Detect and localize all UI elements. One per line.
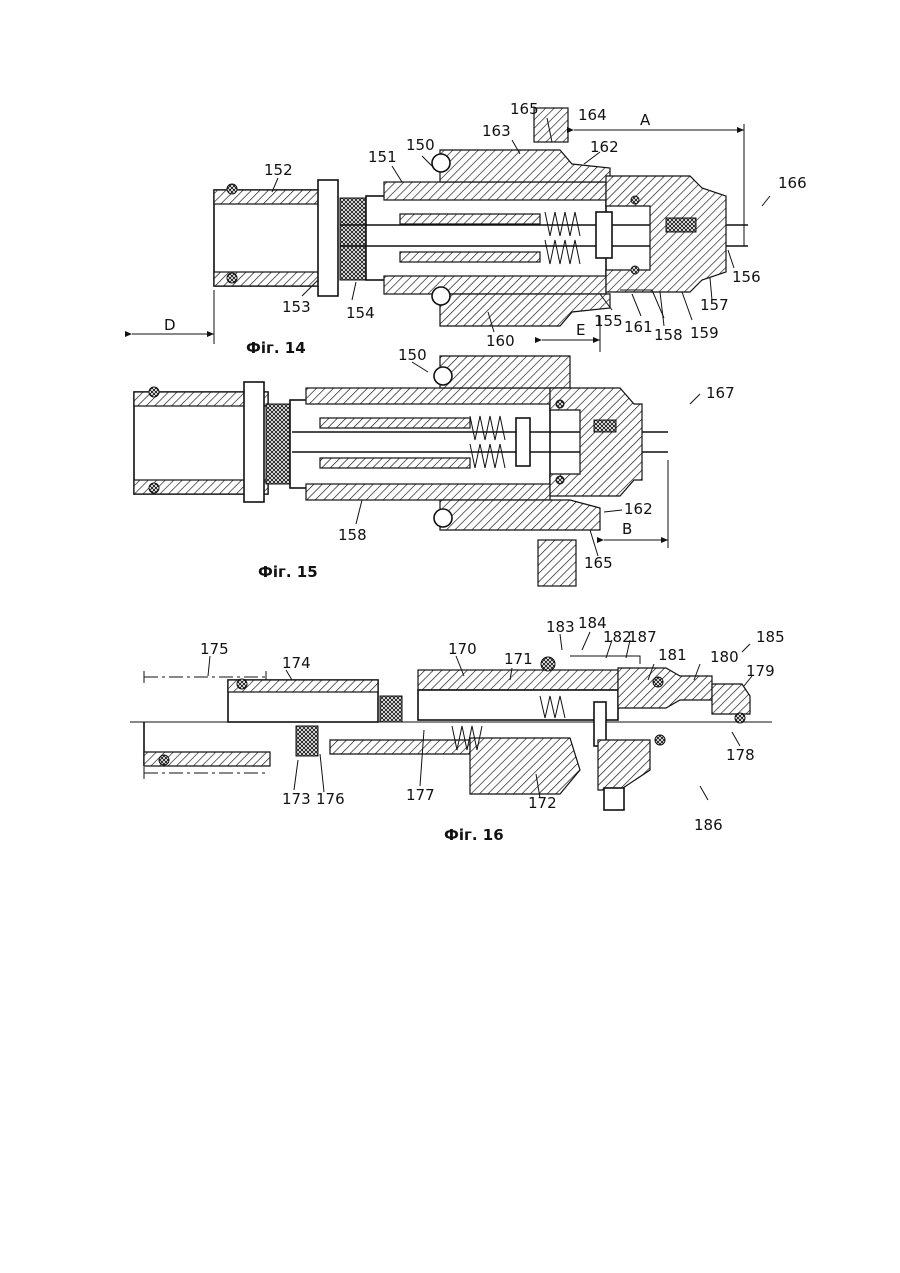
sliding-collar	[440, 356, 570, 388]
o-ring-icon	[227, 273, 237, 283]
callout-label: 181	[658, 646, 687, 664]
callout-label: 162	[624, 500, 653, 518]
figure-16: 175 174 170 171 183 184 182 187 181 180 …	[130, 614, 785, 844]
connector-180	[618, 668, 712, 708]
sliding-collar-163	[440, 150, 610, 182]
ball-150-icon	[434, 509, 452, 527]
callout-label: 150	[398, 346, 427, 364]
ball-150-icon	[432, 154, 450, 172]
callout-label: 150	[406, 136, 435, 154]
callout-label: 178	[726, 746, 755, 764]
callout-label: 172	[528, 794, 557, 812]
callout-label: 165	[510, 100, 539, 118]
dimension-label: A	[640, 111, 651, 129]
callout-label: 171	[504, 650, 533, 668]
o-ring-icon	[149, 387, 159, 397]
seal-ring-173	[296, 726, 318, 756]
callout-label: 159	[690, 324, 719, 342]
ball-150-icon	[434, 367, 452, 385]
stop-block	[538, 540, 576, 586]
dimension-label: E	[576, 321, 585, 339]
housing-170	[418, 670, 618, 690]
o-ring-icon	[227, 184, 237, 194]
callout-label: 175	[200, 640, 229, 658]
callout-label: 167	[706, 384, 735, 402]
callout-label: 164	[578, 106, 607, 124]
o-ring-icon	[159, 755, 169, 765]
figure-caption: Фіг. 16	[444, 826, 504, 844]
dimension-label: D	[164, 316, 176, 334]
callout-label: 162	[590, 138, 619, 156]
callout-label: 154	[346, 304, 375, 322]
callout-label: 183	[546, 618, 575, 636]
figure-caption: Фіг. 14	[246, 339, 306, 357]
callout-label: 166	[778, 174, 807, 192]
callout-label: 155	[594, 312, 623, 330]
callout-label: 153	[282, 298, 311, 316]
o-ring-icon	[149, 483, 159, 493]
callout-label: 179	[746, 662, 775, 680]
callout-label: 177	[406, 786, 435, 804]
callout-label: 185	[756, 628, 785, 646]
seal-ring-154	[340, 198, 366, 280]
callout-label: 151	[368, 148, 397, 166]
callout-label: 176	[316, 790, 345, 808]
callout-label: 170	[448, 640, 477, 658]
callout-label: 156	[732, 268, 761, 286]
callout-label: 180	[710, 648, 739, 666]
dimension-label: B	[622, 520, 632, 538]
figure-caption: Фіг. 15	[258, 563, 318, 581]
housing-172	[470, 738, 580, 794]
callout-label: 158	[654, 326, 683, 344]
callout-label: 152	[264, 161, 293, 179]
callout-label: 165	[584, 554, 613, 572]
callout-label: 187	[628, 628, 657, 646]
figure-15: B 150 167 158 162 165 Фіг. 15	[134, 346, 735, 586]
callout-label: 158	[338, 526, 367, 544]
o-ring-icon	[237, 679, 247, 689]
seal-ring	[266, 404, 290, 484]
valve-housing-157	[606, 176, 726, 292]
callout-label: 161	[624, 318, 653, 336]
ball-150-icon	[432, 287, 450, 305]
figure-14: A D E 152 151 150 163 165 164 162 166 15…	[132, 100, 807, 357]
cap-179	[712, 684, 750, 714]
callout-label: 186	[694, 816, 723, 834]
sleeve-body	[290, 400, 550, 488]
sleeve-body	[366, 196, 606, 280]
callout-label: 163	[482, 122, 511, 140]
callout-label: 173	[282, 790, 311, 808]
ball-icon	[541, 657, 555, 671]
callout-label: 160	[486, 332, 515, 350]
callout-label: 174	[282, 654, 311, 672]
callout-label: 157	[700, 296, 729, 314]
